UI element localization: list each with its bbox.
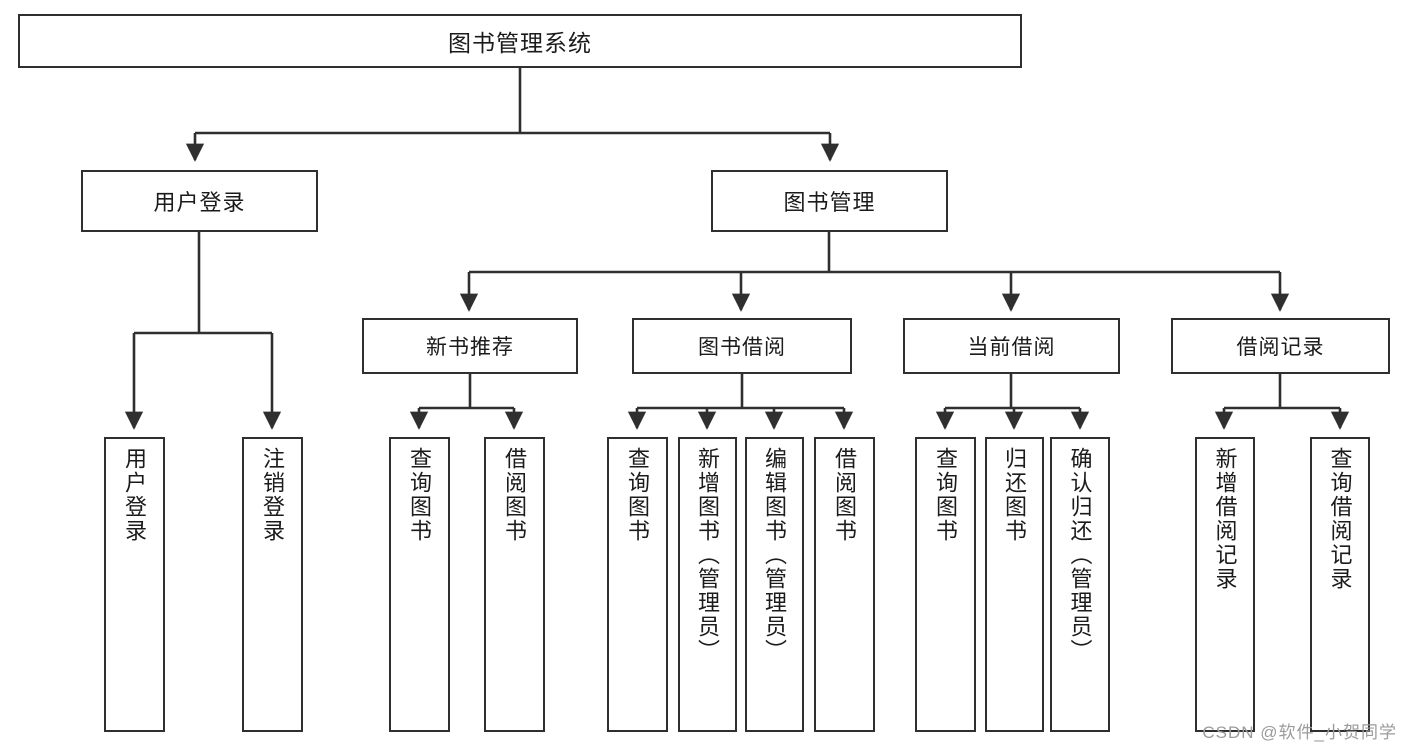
leaf-confirm-return-label: 确认归还（管理员） <box>1067 447 1093 663</box>
leaf-return-book[interactable]: 归还图书 <box>985 437 1044 732</box>
leaf-edit-book-label: 编辑图书（管理员） <box>762 447 788 663</box>
leaf-query-book-current[interactable]: 查询图书 <box>915 437 976 732</box>
leaf-borrow-book-label: 借阅图书 <box>832 447 858 543</box>
node-user-login[interactable]: 用户登录 <box>81 170 318 232</box>
node-root[interactable]: 图书管理系统 <box>18 14 1022 68</box>
node-root-label: 图书管理系统 <box>448 30 592 56</box>
leaf-return-book-label: 归还图书 <box>1002 447 1028 543</box>
leaf-add-book-label: 新增图书（管理员） <box>695 447 721 663</box>
leaf-add-borrow-record-label: 新增借阅记录 <box>1212 447 1238 591</box>
node-borrow-record-label: 借阅记录 <box>1236 336 1325 359</box>
leaf-query-book-borrow-label: 查询图书 <box>625 447 651 543</box>
leaf-confirm-return[interactable]: 确认归还（管理员） <box>1050 437 1110 732</box>
leaf-logout[interactable]: 注销登录 <box>242 437 303 732</box>
leaf-user-login[interactable]: 用户登录 <box>104 437 165 732</box>
node-new-book-recommend-label: 新书推荐 <box>426 336 514 359</box>
watermark: CSDN @软件_小贺同学 <box>1202 723 1397 742</box>
leaf-query-book-current-label: 查询图书 <box>933 447 959 543</box>
node-new-book-recommend[interactable]: 新书推荐 <box>362 318 578 374</box>
leaf-borrow-book-recommend[interactable]: 借阅图书 <box>484 437 545 732</box>
leaf-query-book-recommend-label: 查询图书 <box>407 447 433 543</box>
leaf-query-borrow-record[interactable]: 查询借阅记录 <box>1310 437 1370 732</box>
node-user-login-label: 用户登录 <box>153 190 246 215</box>
leaf-user-login-label: 用户登录 <box>122 447 148 543</box>
leaf-borrow-book-recommend-label: 借阅图书 <box>502 447 528 543</box>
leaf-add-book[interactable]: 新增图书（管理员） <box>678 437 737 732</box>
node-current-borrow[interactable]: 当前借阅 <box>903 318 1120 374</box>
leaf-edit-book[interactable]: 编辑图书（管理员） <box>745 437 804 732</box>
node-book-manage-label: 图书管理 <box>783 190 876 215</box>
leaf-logout-label: 注销登录 <box>260 447 286 543</box>
leaf-borrow-book[interactable]: 借阅图书 <box>814 437 875 732</box>
node-book-manage[interactable]: 图书管理 <box>711 170 948 232</box>
leaf-query-book-recommend[interactable]: 查询图书 <box>389 437 450 732</box>
leaf-query-borrow-record-label: 查询借阅记录 <box>1327 447 1353 591</box>
node-borrow-record[interactable]: 借阅记录 <box>1171 318 1390 374</box>
node-current-borrow-label: 当前借阅 <box>967 336 1056 359</box>
leaf-add-borrow-record[interactable]: 新增借阅记录 <box>1195 437 1255 732</box>
leaf-query-book-borrow[interactable]: 查询图书 <box>607 437 668 732</box>
node-book-borrow-label: 图书借阅 <box>698 336 786 359</box>
node-book-borrow[interactable]: 图书借阅 <box>632 318 852 374</box>
